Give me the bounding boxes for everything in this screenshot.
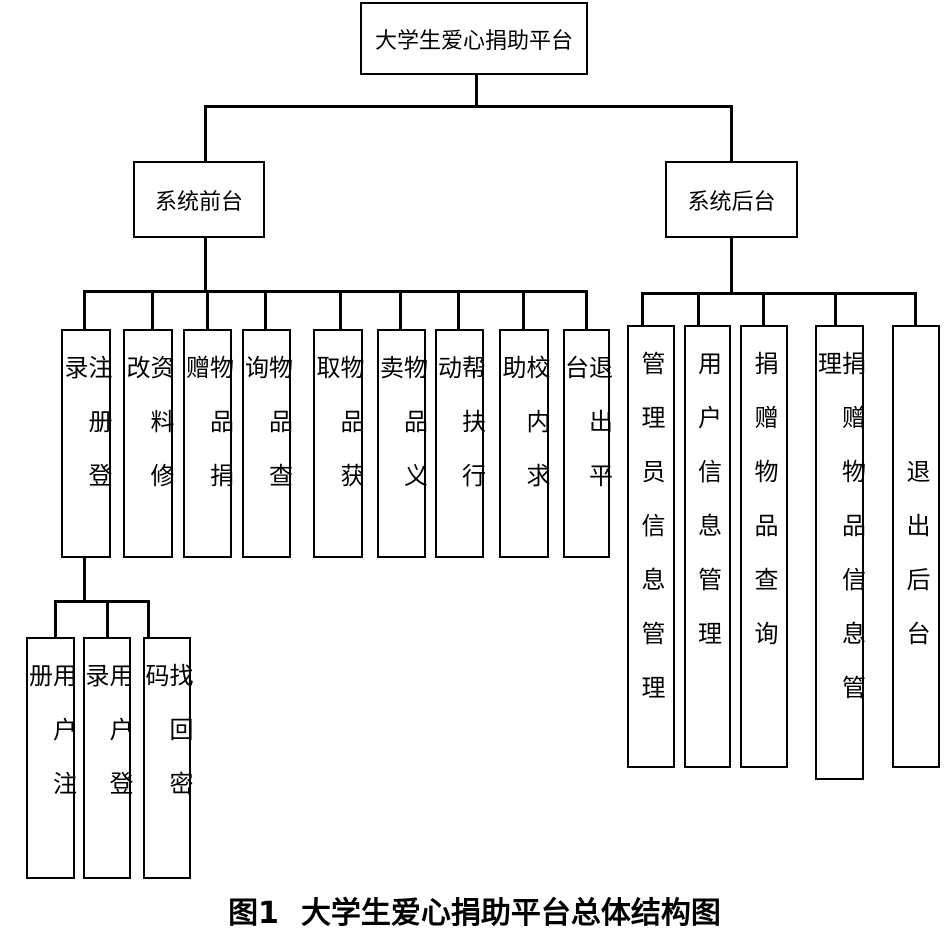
frontend-leaf-item-query: 物品查询 bbox=[240, 329, 293, 558]
root-node: 大学生爱心捐助平台 bbox=[360, 2, 588, 75]
figure-number: 图1 bbox=[228, 896, 279, 931]
leaf-label: 物品捐赠 bbox=[181, 355, 234, 517]
frontend-leaf-register-login: 注册登录 bbox=[60, 329, 112, 558]
drop-b-3 bbox=[762, 292, 765, 326]
backend-leaf-user-info: 用户信息管理 bbox=[684, 325, 731, 768]
backend-node: 系统后台 bbox=[665, 161, 798, 238]
frontend-leaf-exit-platform: 退出平台 bbox=[560, 329, 613, 558]
backend-node-label: 系统后台 bbox=[687, 189, 776, 215]
drop-r-3 bbox=[147, 600, 150, 638]
leaf-label: 找回密码 bbox=[141, 663, 193, 825]
drop-r-1 bbox=[54, 600, 57, 638]
backend-leaf-admin-info: 管理员信息管理 bbox=[627, 325, 675, 768]
drop-f-4 bbox=[264, 290, 267, 330]
backend-leaf-exit-backend: 退出后台 bbox=[892, 325, 940, 768]
drop-r-2 bbox=[106, 600, 109, 638]
backend-leaf-donation-query: 捐赠物品查询 bbox=[740, 325, 788, 768]
drop-f-8 bbox=[522, 290, 525, 330]
drop-f-5 bbox=[339, 290, 342, 330]
connector-root-bus bbox=[204, 105, 732, 108]
drop-b-1 bbox=[641, 292, 644, 326]
figure-title: 大学生爱心捐助平台总体结构图 bbox=[300, 896, 721, 931]
leaf-label: 退出后台 bbox=[902, 459, 930, 675]
leaf-label: 用户登录 bbox=[81, 663, 133, 825]
frontend-leaf-assist-action: 帮扶行动 bbox=[433, 329, 486, 558]
leaf-label: 捐赠物品信息管理 bbox=[813, 351, 866, 729]
connector-frontend-down bbox=[204, 236, 207, 292]
drop-f-2 bbox=[151, 290, 154, 330]
register-leaf-user-login: 用户登录 bbox=[81, 637, 133, 879]
leaf-label: 注册登录 bbox=[60, 355, 112, 517]
connector-root-down bbox=[475, 73, 478, 107]
frontend-node-label: 系统前台 bbox=[154, 189, 243, 215]
backend-leaf-donation-info: 捐赠物品信息管理 bbox=[813, 325, 866, 780]
leaf-label: 帮扶行动 bbox=[433, 355, 486, 517]
figure-caption: 图1 大学生爱心捐助平台总体结构图 bbox=[0, 888, 949, 932]
connector-backend-down bbox=[730, 236, 733, 294]
frontend-node: 系统前台 bbox=[133, 161, 265, 238]
connector-to-backend bbox=[730, 105, 733, 162]
drop-f-1 bbox=[83, 290, 86, 330]
leaf-label: 捐赠物品查询 bbox=[750, 351, 778, 675]
drop-b-2 bbox=[697, 292, 700, 326]
register-leaf-user-register: 用户注册 bbox=[24, 637, 77, 879]
connector-register-down bbox=[83, 556, 86, 602]
drop-f-9 bbox=[585, 290, 588, 330]
connector-frontend-bus bbox=[83, 290, 588, 293]
drop-f-7 bbox=[457, 290, 460, 330]
register-leaf-retrieve-password: 找回密码 bbox=[141, 637, 193, 879]
leaf-label: 用户注册 bbox=[24, 663, 77, 825]
root-node-label: 大学生爱心捐助平台 bbox=[374, 28, 573, 54]
drop-b-4 bbox=[834, 292, 837, 326]
connector-to-frontend bbox=[204, 105, 207, 162]
frontend-leaf-campus-help: 校内求助 bbox=[498, 329, 550, 558]
frontend-leaf-item-donation: 物品捐赠 bbox=[181, 329, 234, 558]
leaf-label: 物品义卖 bbox=[375, 355, 428, 517]
leaf-label: 退出平台 bbox=[560, 355, 613, 517]
leaf-label: 管理员信息管理 bbox=[637, 351, 665, 729]
drop-f-6 bbox=[399, 290, 402, 330]
frontend-leaf-charity-sale: 物品义卖 bbox=[375, 329, 428, 558]
drop-f-3 bbox=[206, 290, 209, 330]
leaf-label: 用户信息管理 bbox=[693, 351, 722, 675]
frontend-leaf-profile-edit: 资料修改 bbox=[122, 329, 174, 558]
drop-b-5 bbox=[914, 292, 917, 326]
frontend-leaf-item-acquire: 物品获取 bbox=[312, 329, 364, 558]
connector-register-bus bbox=[54, 600, 150, 603]
leaf-label: 物品查询 bbox=[240, 355, 293, 517]
connector-backend-bus bbox=[641, 292, 917, 295]
leaf-label: 校内求助 bbox=[498, 355, 550, 517]
leaf-label: 资料修改 bbox=[122, 355, 174, 517]
leaf-label: 物品获取 bbox=[312, 355, 364, 517]
